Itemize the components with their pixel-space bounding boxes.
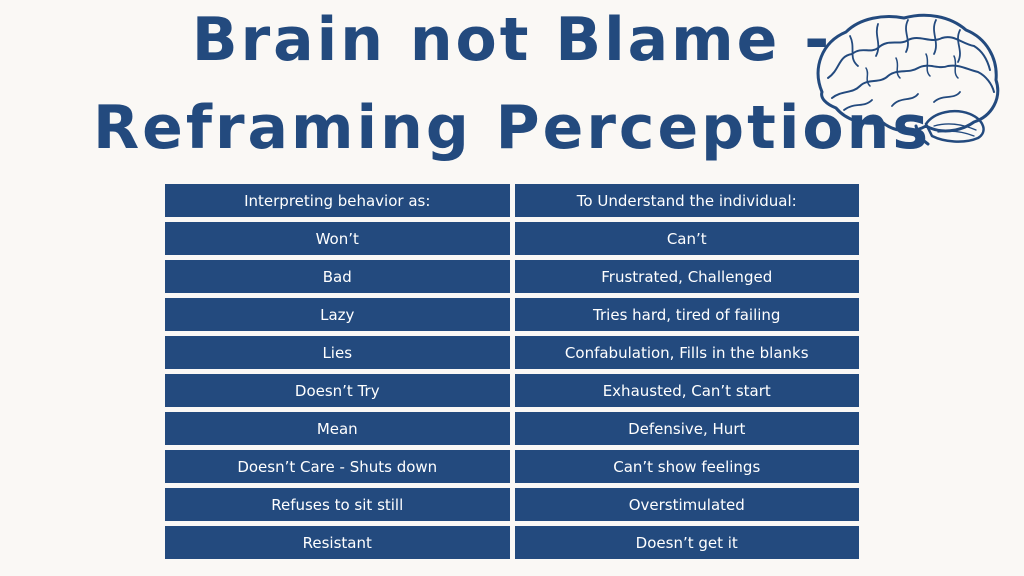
understanding-cell: Tries hard, tired of failing <box>514 298 859 331</box>
table-row: Lies Confabulation, Fills in the blanks <box>165 336 859 369</box>
interpretation-cell: Refuses to sit still <box>165 488 510 521</box>
understanding-cell: Doesn’t get it <box>514 526 859 559</box>
interpretation-cell: Won’t <box>165 222 510 255</box>
table-row: Resistant Doesn’t get it <box>165 526 859 559</box>
understanding-cell: Defensive, Hurt <box>514 412 859 445</box>
interpretation-cell: Resistant <box>165 526 510 559</box>
table-row: Won’t Can’t <box>165 222 859 255</box>
table-row: Doesn’t Care - Shuts down Can’t show fee… <box>165 450 859 483</box>
interpretation-cell: Doesn’t Care - Shuts down <box>165 450 510 483</box>
table-row: Doesn’t Try Exhausted, Can’t start <box>165 374 859 407</box>
table-row: Bad Frustrated, Challenged <box>165 260 859 293</box>
interpretation-cell: Mean <box>165 412 510 445</box>
interpretation-cell: Lies <box>165 336 510 369</box>
understanding-cell: Exhausted, Can’t start <box>514 374 859 407</box>
header-cell-interpreting: Interpreting behavior as: <box>165 184 510 217</box>
table-row: Refuses to sit still Overstimulated <box>165 488 859 521</box>
interpretation-cell: Doesn’t Try <box>165 374 510 407</box>
understanding-cell: Confabulation, Fills in the blanks <box>514 336 859 369</box>
understanding-cell: Overstimulated <box>514 488 859 521</box>
table-row: Lazy Tries hard, tired of failing <box>165 298 859 331</box>
page-title-line-1: Brain not Blame - <box>191 5 833 75</box>
table-header-row: Interpreting behavior as: To Understand … <box>165 184 859 217</box>
interpretation-cell: Lazy <box>165 298 510 331</box>
understanding-cell: Can’t <box>514 222 859 255</box>
interpretation-cell: Bad <box>165 260 510 293</box>
comparison-table: Interpreting behavior as: To Understand … <box>165 184 859 564</box>
understanding-cell: Can’t show feelings <box>514 450 859 483</box>
page-title-line-2: Reframing Perceptions <box>92 93 932 163</box>
brain-icon <box>816 13 1000 146</box>
understanding-cell: Frustrated, Challenged <box>514 260 859 293</box>
header-cell-understand: To Understand the individual: <box>514 184 859 217</box>
table-row: Mean Defensive, Hurt <box>165 412 859 445</box>
